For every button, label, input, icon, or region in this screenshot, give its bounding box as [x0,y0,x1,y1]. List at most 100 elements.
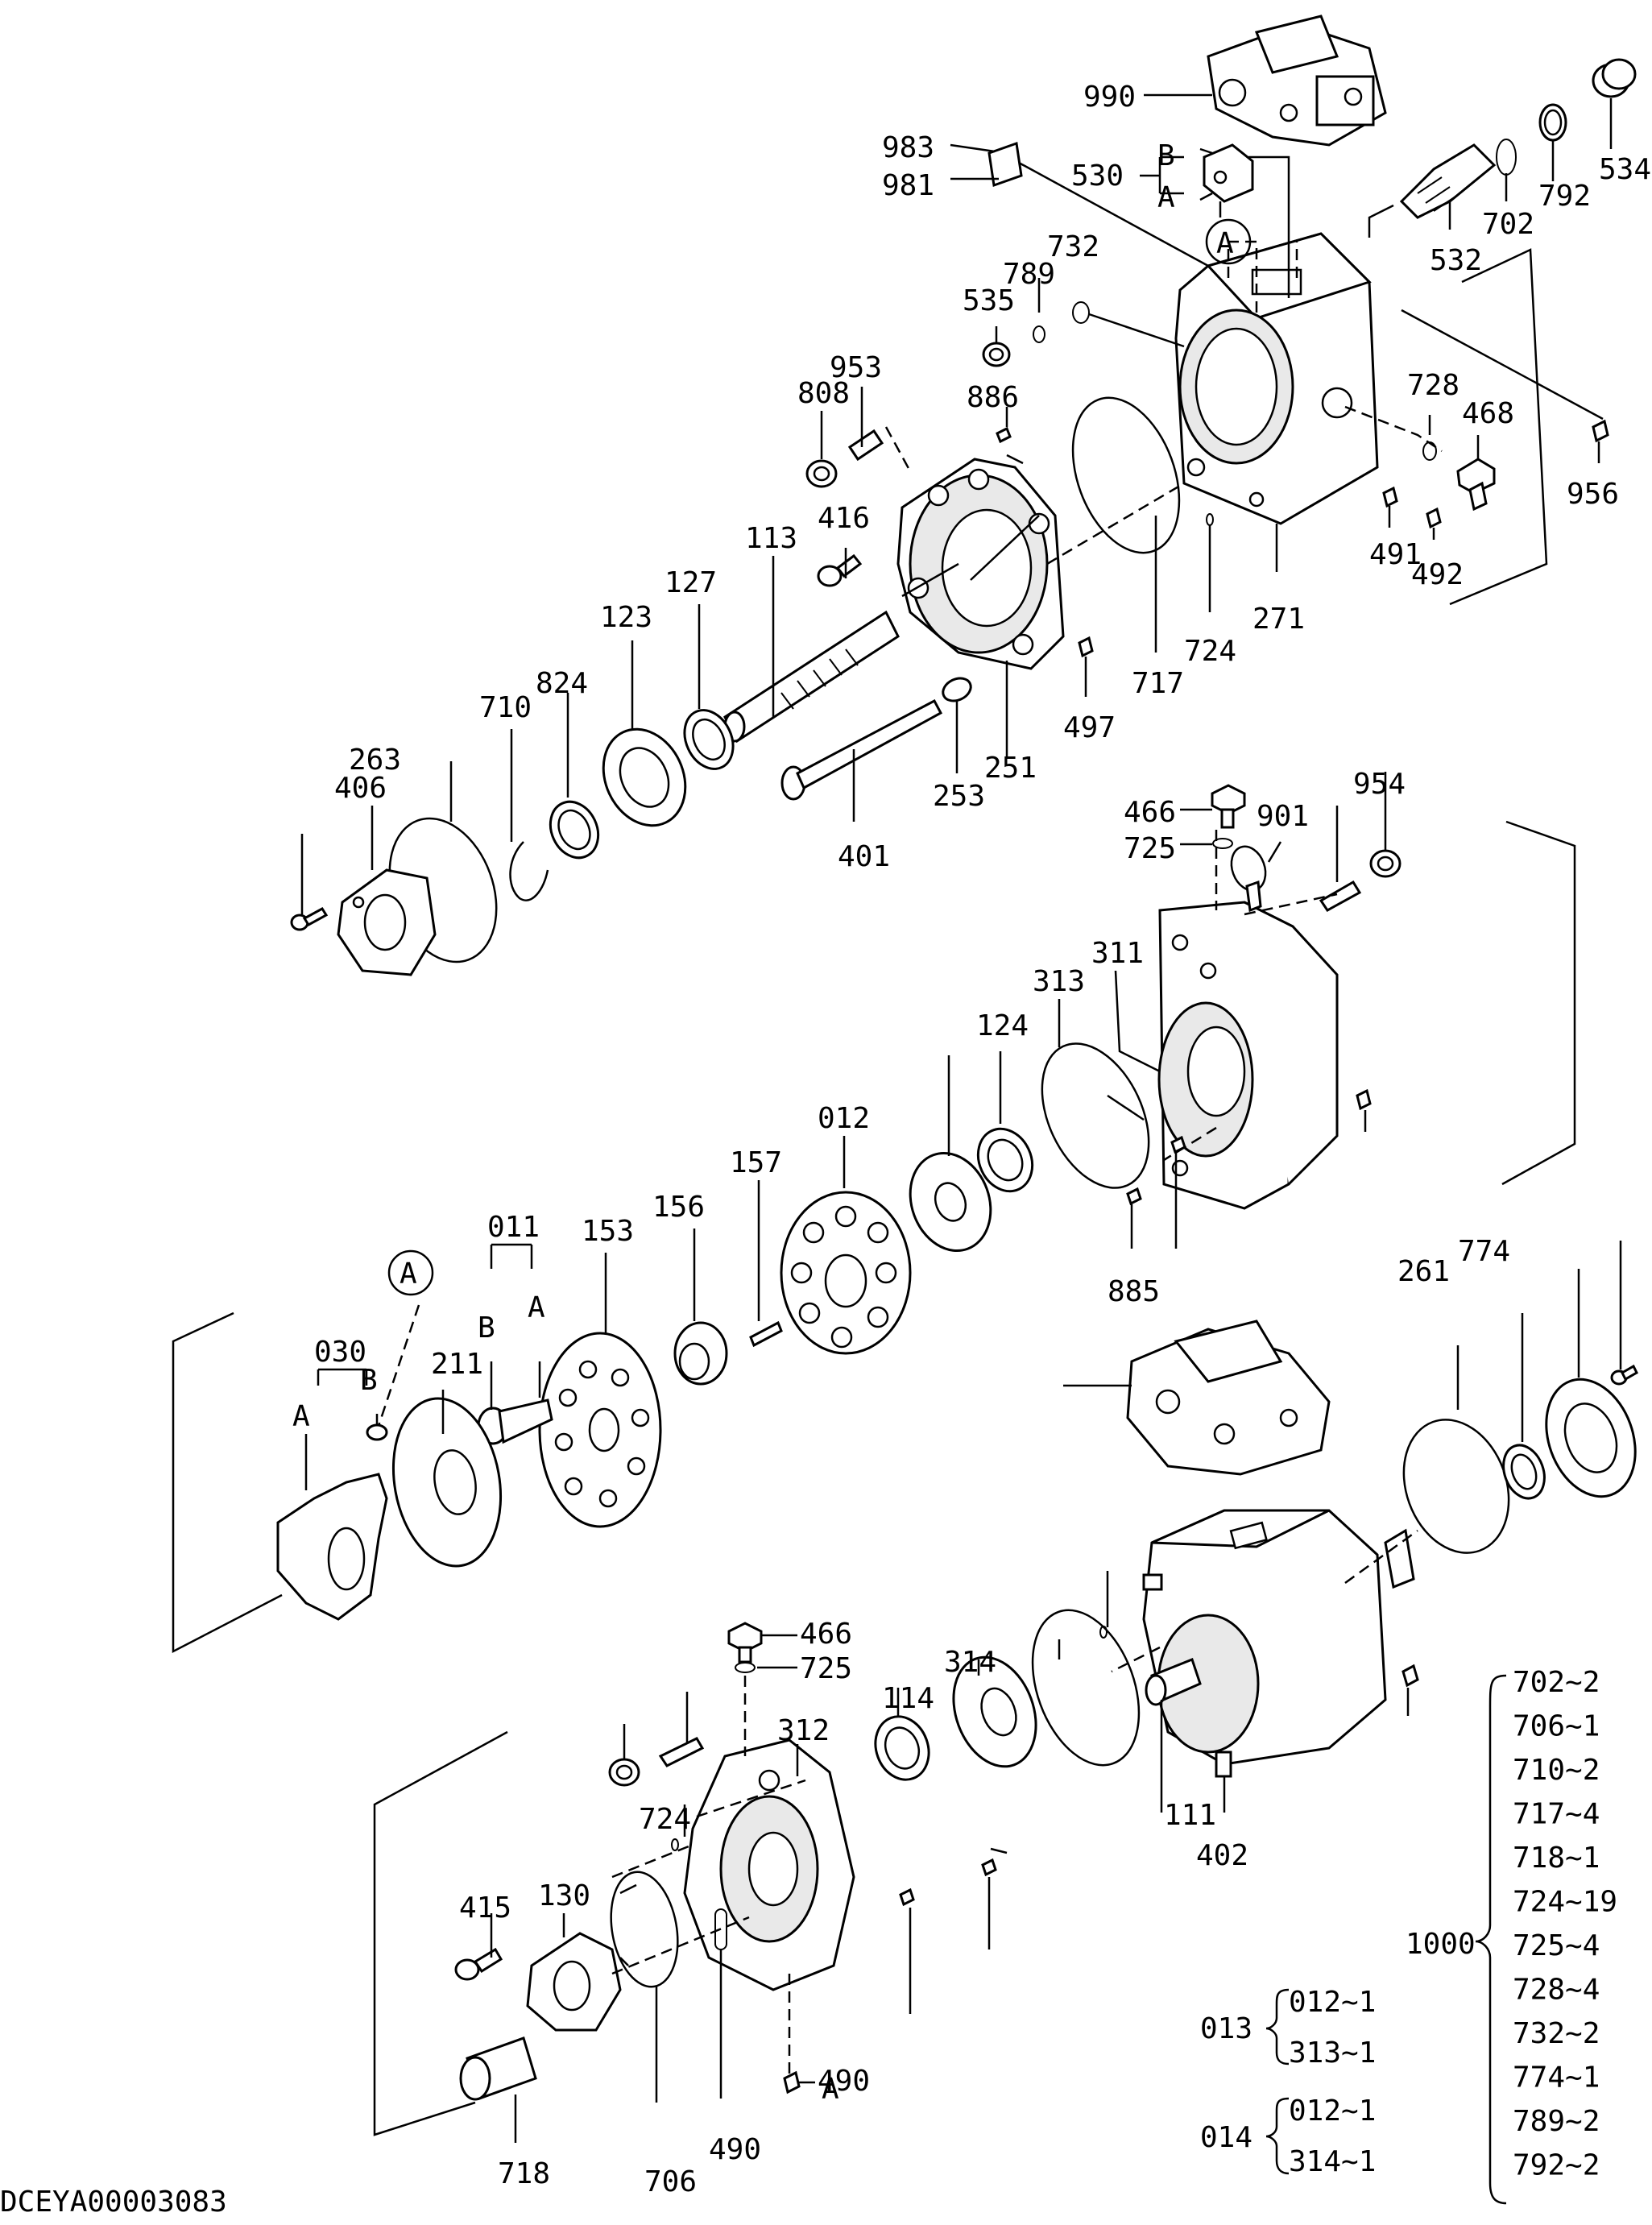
legend-1000-item: 774~1 [1513,2061,1600,2094]
plug-497-top [1078,636,1094,658]
pin-886-lower [899,1887,915,1907]
regulator-990-lower [1126,1320,1331,1476]
valve-plate-314 [952,1655,1037,1768]
callout-710: 710 [479,691,532,724]
callout-extra-b: B [478,1311,495,1345]
seal-cover-263 [337,868,437,976]
pump-assembly [1142,1509,1415,1778]
legend-014-item-2: 314~1 [1289,2145,1376,2178]
callout-886: 886 [967,381,1019,414]
snap-ring-824 [509,841,549,901]
callout-263: 263 [349,744,401,777]
valve-block-311 [1157,901,1339,1210]
o-ring-725-mid [1212,838,1233,849]
legend-013-item-1: 012~1 [1289,1986,1376,2019]
callout-extra-a: A [528,1291,545,1324]
legend-1000-item: 702~2 [1513,1666,1600,1699]
o-ring-702 [1496,139,1517,176]
callout-130: 130 [538,1879,590,1912]
legend-1000-item: 789~2 [1513,2105,1600,2138]
callout-717: 717 [1132,667,1184,700]
callout-314: 314 [944,1646,996,1679]
callout-253: 253 [933,780,985,813]
callout-725: 725 [1124,832,1176,865]
legend-1000-item: 792~2 [1513,2149,1600,2182]
plug-956 [1592,419,1609,443]
nut-808-top [805,459,838,488]
callout-792: 792 [1538,180,1591,213]
callout-extra-b: B [360,1364,378,1397]
ring-789 [1033,325,1045,343]
callout-990: 990 [1083,81,1136,114]
adjuster-532 [1399,143,1497,219]
legend-014-label: 014 [1200,2121,1252,2154]
plug-535 [982,342,1011,367]
callout-468: 468 [1462,397,1514,430]
valve-plate-313 [909,1151,992,1253]
callout-extra-725: 725 [800,1652,852,1685]
seal-cover-251 [896,458,1065,670]
callout-490: 490 [709,2133,761,2166]
nut-808-lower [608,1758,640,1787]
callout-123: 123 [600,601,652,634]
o-ring-717-top [1071,396,1181,554]
shaft-113 [723,610,900,744]
callout-a: A [1157,181,1175,214]
callout-702: 702 [1482,208,1534,241]
callout-127: 127 [665,566,717,599]
legend-013-label: 013 [1200,2012,1252,2045]
callout-535: 535 [963,284,1015,317]
callout-156: 156 [652,1191,705,1224]
callout-271: 271 [1252,603,1305,636]
bolt-406-lower [1610,1364,1638,1386]
callout-extra-a: A [400,1258,417,1291]
callout-261: 261 [1397,1255,1450,1288]
callout-030: 030 [314,1336,366,1369]
callout-532: 532 [1430,244,1482,277]
callout-885: 885 [1108,1275,1160,1308]
leader-lines [172,93,1622,2143]
bushing-156 [673,1321,728,1386]
legend-1000-item: 710~2 [1513,1754,1600,1787]
pin-885-mid [1126,1187,1142,1206]
spring-157 [749,1320,783,1348]
callout-011: 011 [487,1211,540,1244]
eye-bolt-901 [1230,845,1267,913]
callout-466: 466 [1124,796,1176,829]
callout-312: 312 [777,1714,830,1747]
plug-492-top [1426,507,1442,529]
plug-497-lower [1402,1664,1419,1688]
bearing-124-mid [976,1127,1034,1193]
legend-1000-item: 725~4 [1513,1929,1600,1962]
bolt-416 [817,553,863,587]
spacer-127-b-inner [557,809,591,851]
pin-886-top [996,426,1012,444]
legend-013-item-2: 313~1 [1289,2036,1376,2070]
ring-253 [942,677,972,702]
drawing-code: DCEYA00003083 [0,2186,227,2219]
callout-311: 311 [1091,937,1144,970]
assembly-dashed-lines [377,240,1443,2074]
cylinder-block-012 [780,1191,912,1355]
callout-extra-724: 724 [639,1803,691,1836]
block-530 [1203,143,1254,203]
swash-plate-030 [276,1423,388,1621]
pin-724-top [1206,513,1214,526]
legend-1000-item: 718~1 [1513,1842,1600,1875]
callout-901: 901 [1257,800,1309,833]
pump-casing-271 [1174,232,1379,525]
legend-braces [1265,1674,1507,2205]
callout-extra-a: A [1216,227,1234,260]
pin-724-left [671,1838,679,1851]
valve-block-312 [683,1738,855,1991]
legend-1000-item: 706~1 [1513,1710,1600,1743]
callout-406: 406 [334,772,387,805]
bearing-124-lower [874,1715,930,1781]
callout-732: 732 [1047,230,1099,263]
callout-491: 491 [1369,538,1422,571]
callout-extra-466: 466 [800,1618,852,1651]
regulator-990-top [1207,15,1387,147]
callout-401: 401 [838,840,890,873]
callout-956: 956 [1567,478,1619,511]
